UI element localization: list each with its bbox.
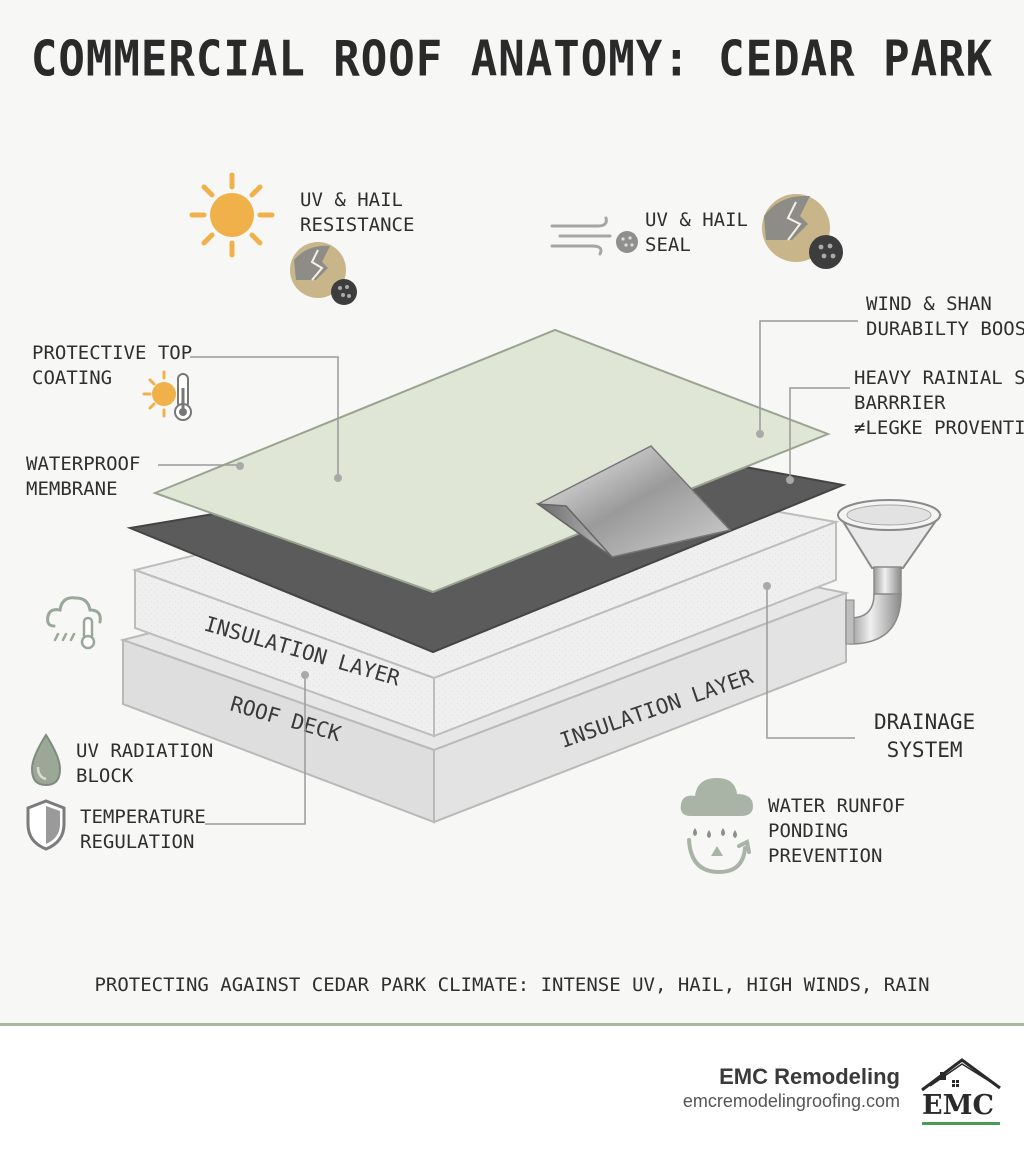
- roof-vent: [535, 445, 732, 558]
- sun-thermometer-icon: [142, 370, 192, 421]
- label-line: PROTECTIVE TOP: [32, 342, 193, 364]
- label-water-runoff: WATER RUNFOF PONDING PREVENTION: [768, 794, 905, 869]
- label-line: REGULATION: [80, 831, 195, 853]
- label-heavy-rain-seal: HEAVY RAINIAL SEAL BARRRIER ≠LEGKE PROVE…: [854, 366, 1024, 441]
- label-line: UV & HAIL: [300, 189, 403, 211]
- label-protective-coating: PROTECTIVE TOP COATING: [32, 341, 192, 391]
- climate-banner: PROTECTING AGAINST CEDAR PARK CLIMATE: I…: [94, 974, 930, 996]
- label-line: COATING: [32, 367, 113, 389]
- logo-text: EMC: [922, 1090, 994, 1121]
- hail-stone-icon: [290, 242, 357, 305]
- label-line: RESISTANCE: [300, 214, 415, 236]
- rain-cloud-icon: [680, 778, 753, 875]
- label-uv-hail-seal: UV & HAIL SEAL: [645, 208, 748, 258]
- label-line: ≠LEGKE PROVENTION: [854, 417, 1024, 439]
- leader-dots: [236, 430, 794, 679]
- cloud-thermometer-icon: [46, 596, 102, 650]
- label-line: BARRRIER: [854, 392, 946, 414]
- label-waterproof-membrane: WATERPROOF MEMBRANE: [26, 452, 140, 502]
- leader-lines: [158, 320, 858, 825]
- label-line: SEAL: [645, 234, 691, 256]
- logo-underline: [922, 1122, 1000, 1125]
- label-line: SYSTEM: [886, 738, 963, 762]
- label-uv-radiation-block: UV RADIATION BLOCK: [76, 739, 213, 789]
- label-line: TEMPERATURE: [80, 806, 206, 828]
- label-wind-durability: WIND & SHAN DURABILTY BOOSS: [866, 292, 1024, 342]
- house-logo-icon: [921, 1058, 1001, 1092]
- label-line: MEMBRANE: [26, 478, 118, 500]
- shield-icon: [26, 799, 66, 851]
- sun-icon: [189, 172, 275, 258]
- label-line: PREVENTION: [768, 845, 883, 867]
- footer-divider: [0, 1023, 1024, 1026]
- footer: [0, 1026, 1024, 1154]
- label-line: PONDING: [768, 820, 849, 842]
- label-line: WATER RUNFOF: [768, 795, 906, 817]
- water-drop-icon: [30, 733, 62, 787]
- label-line: DURABILTY BOOSS: [866, 318, 1024, 340]
- label-uv-hail-resistance: UV & HAIL RESISTANCE: [300, 188, 414, 238]
- label-temperature-regulation: TEMPERATURE REGULATION: [80, 805, 206, 855]
- label-line: WATERPROOF: [26, 453, 141, 475]
- drain-funnel: [837, 499, 942, 645]
- brand-url[interactable]: emcremodelingroofing.com: [682, 1091, 900, 1111]
- label-line: WIND & SHAN: [866, 293, 992, 315]
- label-drainage-system: DRAINAGE SYSTEM: [874, 708, 975, 764]
- label-line: HEAVY RAINIAL SEAL: [854, 367, 1024, 389]
- top-coating-sheet: [152, 328, 831, 594]
- label-line: BLOCK: [76, 765, 134, 787]
- label-line: UV & HAIL: [645, 209, 748, 231]
- label-line: UV RADIATION: [76, 740, 214, 762]
- brand-name: EMC Remodeling: [719, 1064, 900, 1089]
- wind-icon: [550, 216, 638, 256]
- hail-stone-icon: [762, 194, 843, 269]
- label-line: DRAINAGE: [874, 710, 976, 734]
- page-title: COMMERCIAL ROOF ANATOMY: CEDAR PARK: [30, 30, 994, 89]
